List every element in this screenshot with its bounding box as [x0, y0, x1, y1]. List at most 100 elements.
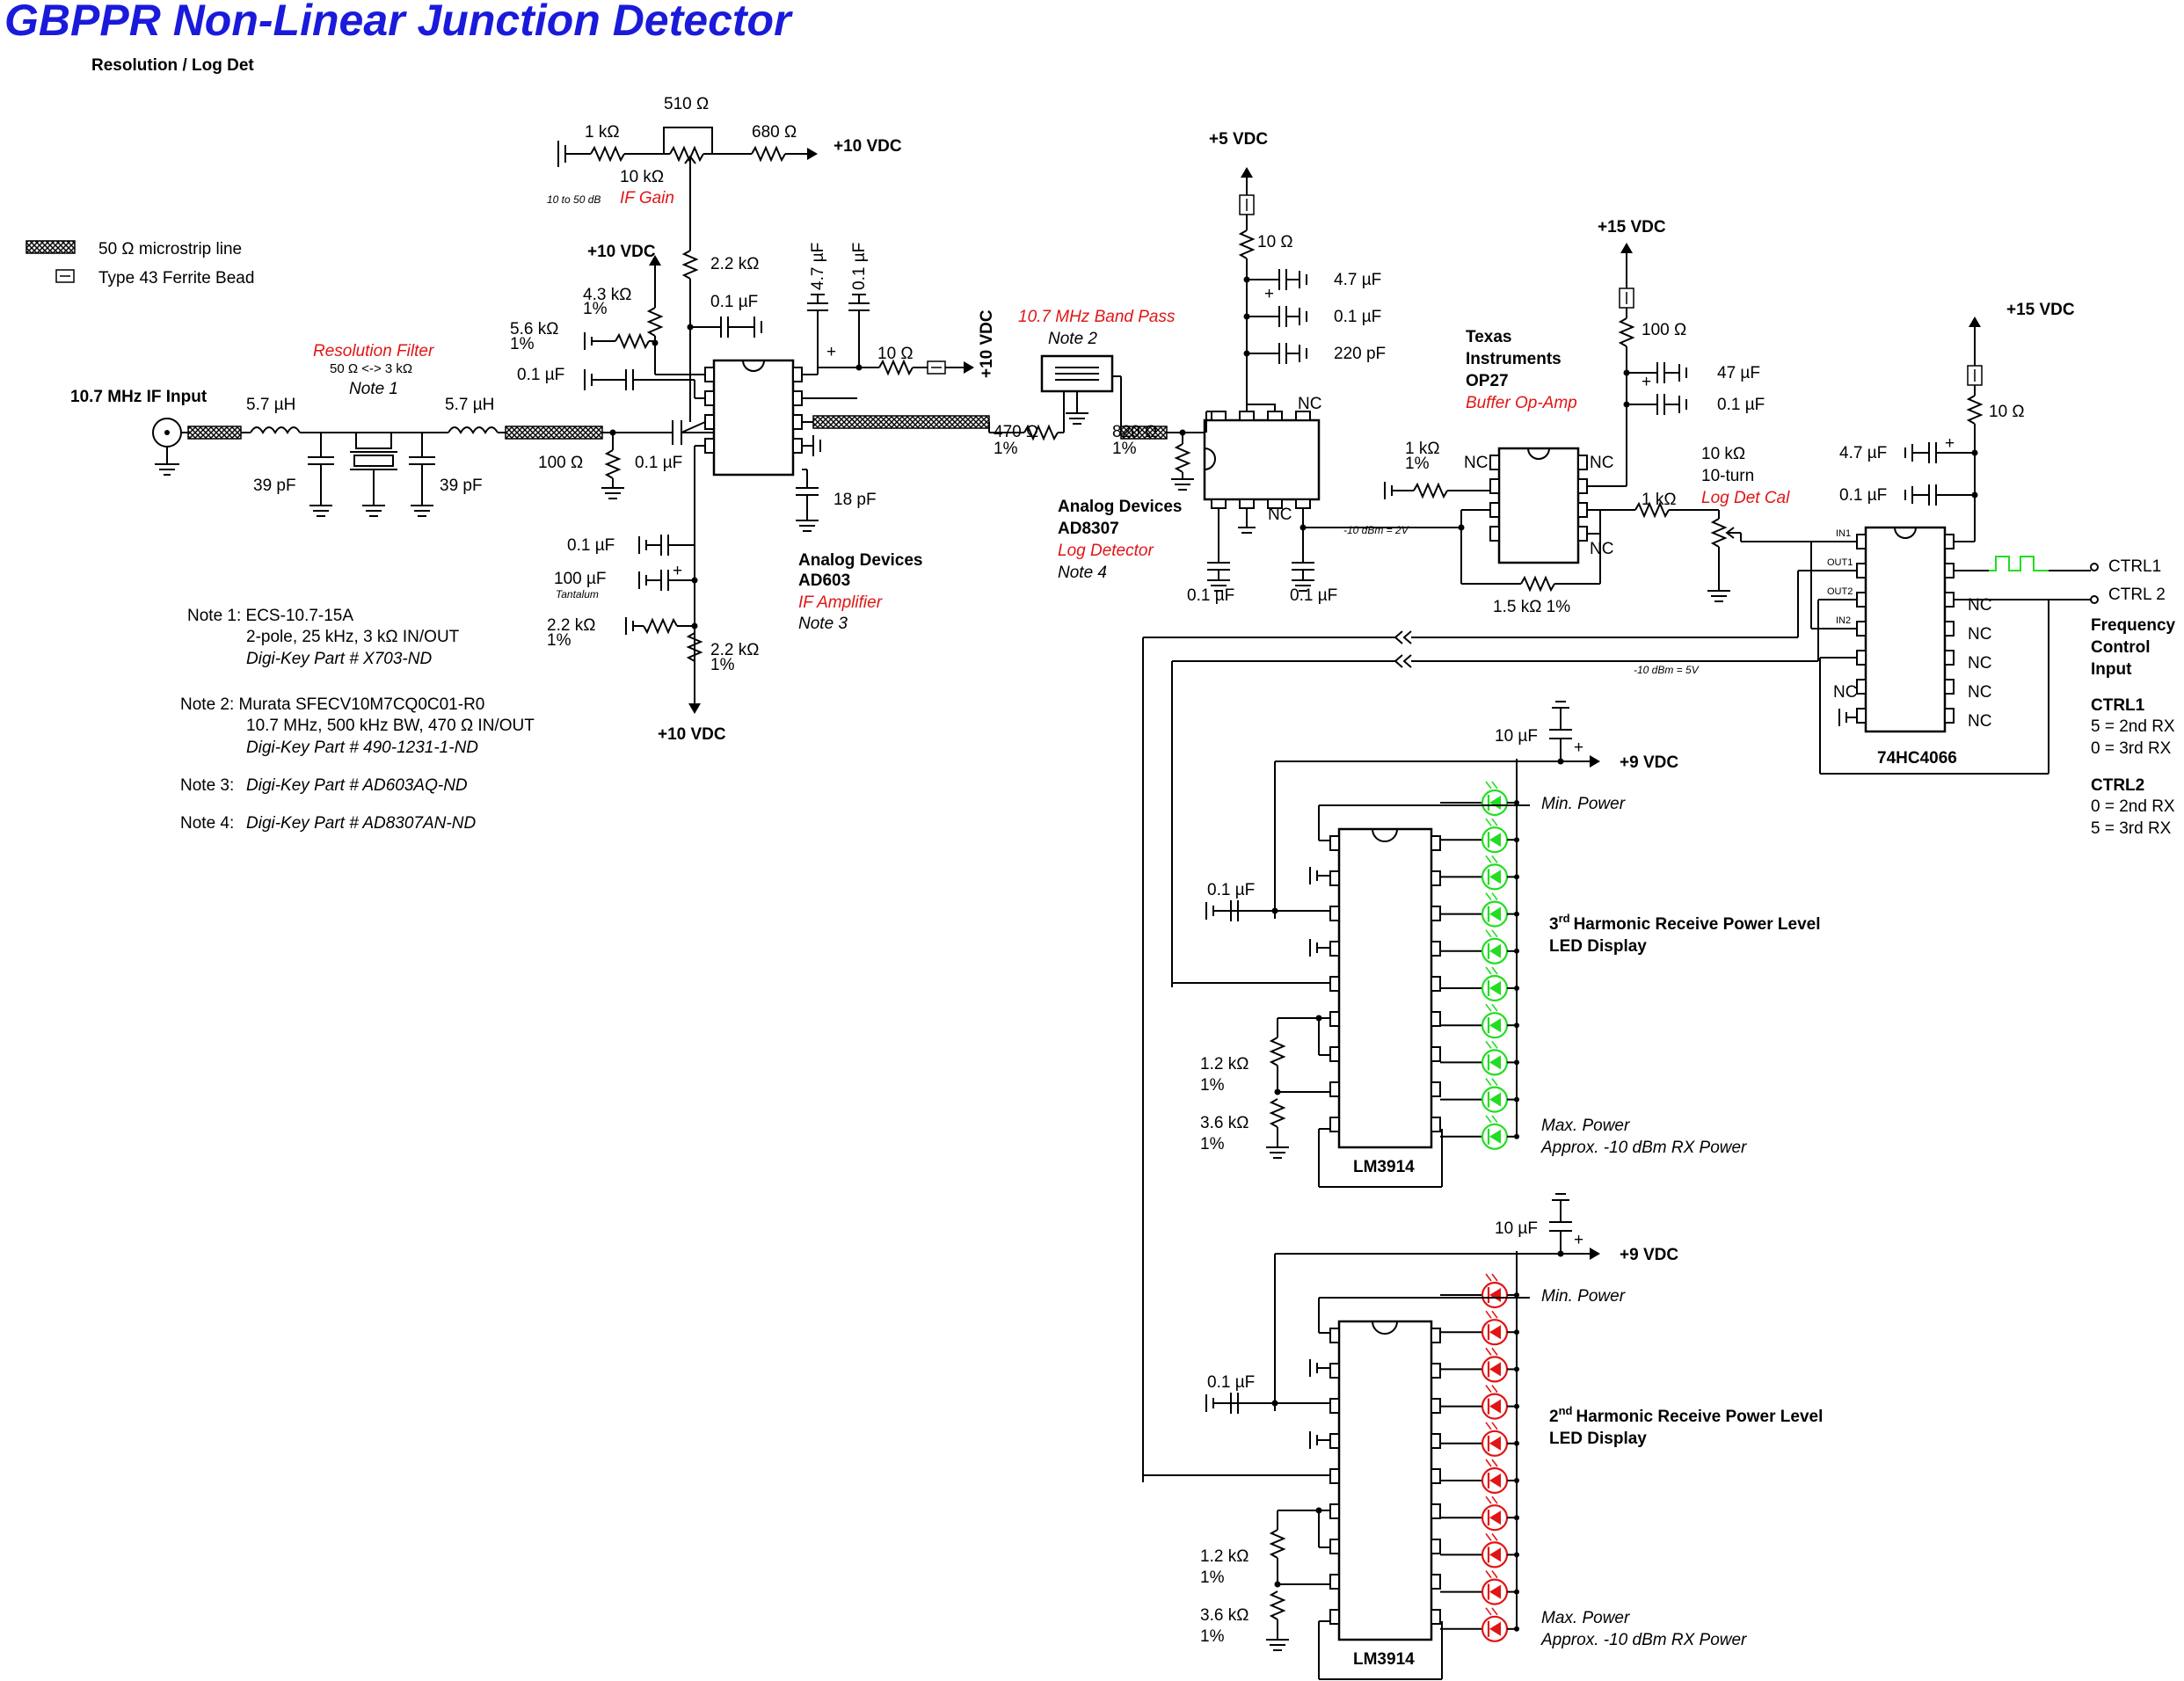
note3-label: Note 3: — [180, 776, 234, 795]
ic-pin-left — [1329, 835, 1340, 851]
resistor-icon — [646, 307, 664, 337]
op27-chip — [1497, 447, 1580, 564]
svg-text:NC: NC — [1968, 654, 1991, 673]
svg-text:50 Ω <-> 3 kΩ: 50 Ω <-> 3 kΩ — [330, 361, 412, 376]
svg-text:4.7 µF: 4.7 µF — [1839, 444, 1887, 462]
ic-pin-right — [1431, 976, 1441, 992]
lm3914-chip — [1337, 1320, 1433, 1641]
ad603-maker: Analog Devices — [798, 551, 923, 570]
ad603-section: Analog Devices AD603 IF Amplifier Note 3… — [510, 243, 996, 744]
microstrip-line-1 — [187, 426, 242, 440]
inductor-icon — [448, 426, 499, 434]
ic-pin-left — [1329, 941, 1340, 957]
svg-text:3.6 kΩ: 3.6 kΩ — [1200, 1606, 1249, 1625]
svg-text:74HC4066: 74HC4066 — [1877, 749, 1957, 768]
ad603-chip — [712, 359, 795, 477]
resistor-icon — [1269, 1590, 1286, 1620]
svg-text:820 Ω: 820 Ω — [1112, 423, 1157, 441]
capacitor-icon — [625, 369, 634, 390]
ic-pin-left — [1329, 976, 1340, 992]
svg-text:NC: NC — [1590, 454, 1613, 472]
svg-text:OUT1: OUT1 — [1827, 557, 1853, 568]
svg-text:0.1 µF: 0.1 µF — [1334, 308, 1381, 326]
resistor-icon — [1174, 443, 1191, 473]
svg-text:NC: NC — [1268, 506, 1292, 524]
capacitor-icon — [1656, 394, 1665, 415]
potentiometer-icon — [1710, 518, 1728, 548]
svg-text:2.2 kΩ: 2.2 kΩ — [710, 255, 759, 273]
svg-text:+9 VDC: +9 VDC — [1620, 753, 1678, 772]
svg-text:Note 4: Note 4 — [1058, 564, 1107, 582]
svg-text:Log Detector: Log Detector — [1058, 542, 1154, 560]
square-wave-icon — [1989, 556, 2049, 571]
svg-text:LED Display: LED Display — [1549, 937, 1647, 956]
svg-text:39 pF: 39 pF — [253, 477, 296, 495]
svg-text:LED Display: LED Display — [1549, 1430, 1647, 1448]
ic-pin-right — [1431, 906, 1441, 921]
op27-section: NC NC NC Texas Instruments OP27 Buffer O… — [1384, 218, 1765, 616]
svg-text:1%: 1% — [547, 631, 571, 650]
capacitor-icon — [1207, 562, 1230, 571]
svg-text:10 Ω: 10 Ω — [1257, 233, 1293, 251]
note2-line2: 10.7 MHz, 500 kHz BW, 470 Ω IN/OUT — [246, 717, 535, 735]
svg-text:0.1 µF: 0.1 µF — [710, 293, 758, 311]
svg-text:1 kΩ: 1 kΩ — [1405, 440, 1440, 458]
ic-pin-left — [1329, 1117, 1340, 1132]
ic-pin-left — [1329, 870, 1340, 886]
svg-text:1%: 1% — [1405, 455, 1430, 473]
svg-text:2.2 kΩ: 2.2 kΩ — [710, 641, 759, 659]
ic-pin-left — [1329, 906, 1340, 921]
svg-text:Note 1: Note 1 — [349, 380, 398, 398]
resistor-icon — [1238, 229, 1256, 259]
svg-text:1%: 1% — [1112, 440, 1137, 458]
svg-text:1%: 1% — [510, 335, 535, 353]
capacitor-icon — [1928, 484, 1937, 506]
bandpass-section: 470 Ω 1% 10.7 MHz Band Pass Note 2 820 Ω… — [988, 308, 1206, 491]
svg-text:+: + — [826, 343, 836, 361]
svg-text:0.1 µF: 0.1 µF — [517, 366, 564, 384]
svg-text:0.1 µF: 0.1 µF — [1717, 396, 1765, 414]
svg-text:+: + — [1945, 434, 1955, 453]
ic-pin-right — [1431, 1046, 1441, 1062]
svg-text:+10 VDC: +10 VDC — [658, 725, 726, 744]
svg-text:5 = 2nd RX: 5 = 2nd RX — [2091, 717, 2175, 736]
capacitor-icon — [660, 570, 669, 591]
ic-pin-right — [1431, 870, 1441, 886]
ic-pin-right — [1431, 1398, 1441, 1414]
svg-text:+10 VDC: +10 VDC — [834, 137, 902, 156]
svg-text:+: + — [1574, 739, 1583, 757]
svg-text:Min. Power: Min. Power — [1541, 795, 1626, 813]
note2-line1: Note 2: Murata SFECV10M7CQ0C01-R0 — [180, 695, 484, 714]
svg-text:0.1 µF: 0.1 µF — [1207, 1373, 1255, 1392]
capacitor-icon — [409, 456, 435, 465]
svg-text:Max. Power: Max. Power — [1541, 1117, 1630, 1135]
svg-text:Max. Power: Max. Power — [1541, 1609, 1630, 1627]
svg-text:Approx. -10 dBm RX Power: Approx. -10 dBm RX Power — [1540, 1139, 1747, 1157]
resistor-icon — [681, 250, 699, 280]
svg-text:+10 VDC: +10 VDC — [587, 243, 656, 261]
svg-text:0 = 3rd RX: 0 = 3rd RX — [2091, 739, 2172, 758]
svg-text:Min. Power: Min. Power — [1541, 1287, 1626, 1306]
svg-text:680 Ω: 680 Ω — [752, 123, 797, 142]
svg-text:+15 VDC: +15 VDC — [1598, 218, 1666, 237]
svg-text:-10 dBm = 2V: -10 dBm = 2V — [1343, 524, 1409, 536]
svg-text:1.2 kΩ: 1.2 kΩ — [1200, 1055, 1249, 1073]
svg-text:10 kΩ: 10 kΩ — [1701, 445, 1745, 463]
microstrip-line-2 — [505, 426, 603, 440]
ic-pin-right — [1431, 835, 1441, 851]
svg-text:NC: NC — [1968, 712, 1991, 731]
svg-text:Frequency: Frequency — [2091, 616, 2176, 635]
svg-text:+15 VDC: +15 VDC — [2006, 301, 2075, 319]
svg-text:CTRL1: CTRL1 — [2091, 696, 2145, 715]
capacitor-icon — [1549, 1221, 1572, 1232]
capacitor-icon — [672, 420, 682, 445]
svg-text:Note 2: Note 2 — [1048, 330, 1097, 348]
svg-text:5 = 3rd RX: 5 = 3rd RX — [2091, 819, 2172, 838]
switch-section: IN1 OUT1 OUT2 IN2 74HC4066 NC NC NC NC N… — [1142, 301, 2176, 1482]
svg-text:10 µF: 10 µF — [1495, 727, 1538, 746]
note4-label: Note 4: — [180, 814, 234, 833]
ad603-part: AD603 — [798, 571, 850, 590]
ic-pin-right — [1431, 1081, 1441, 1097]
svg-text:OUT2: OUT2 — [1827, 586, 1853, 597]
